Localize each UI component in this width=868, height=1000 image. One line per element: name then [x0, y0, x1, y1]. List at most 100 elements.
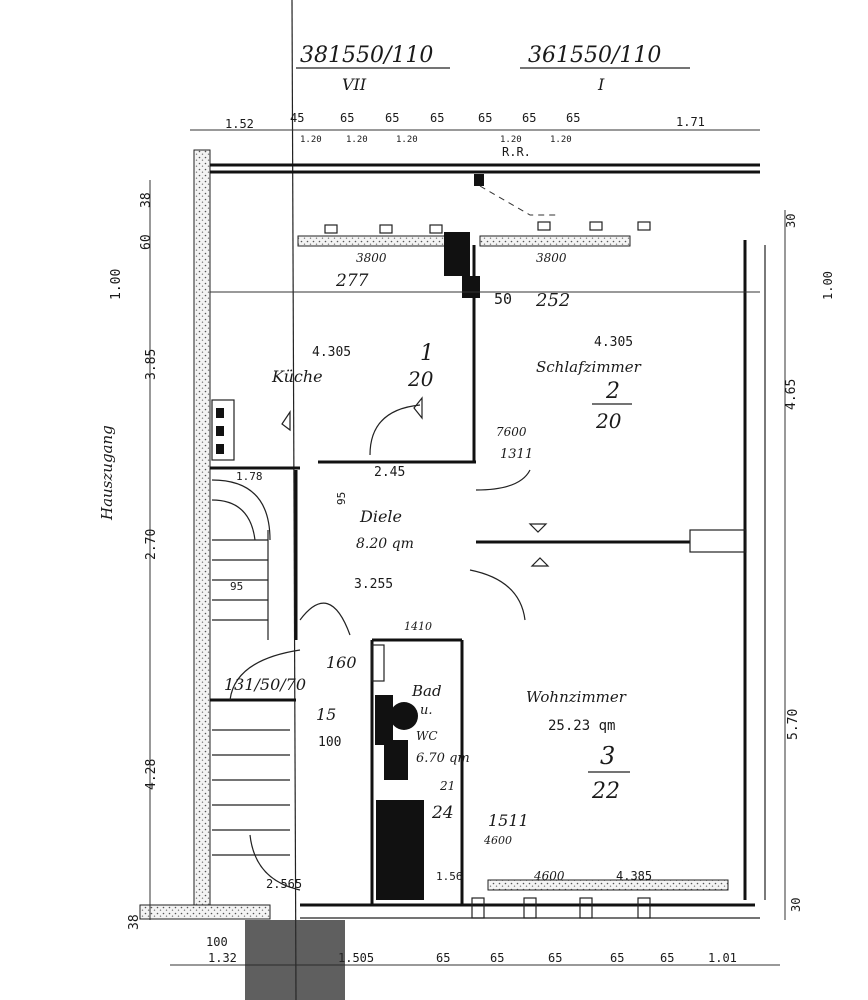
top-dim-5: 65	[430, 111, 444, 125]
bedroom-area: 20	[595, 409, 622, 433]
measure-178: 1.78	[236, 470, 263, 483]
rear-wall-windows	[471, 879, 729, 919]
measure-7600: 7600	[496, 425, 527, 439]
door-swings	[229, 404, 531, 701]
top-dim-4: 65	[385, 111, 399, 125]
bathroom-code: 21	[439, 779, 455, 793]
right-dim-5: 30	[789, 898, 803, 912]
measure-4600-b: 4600	[533, 869, 565, 883]
top-sub-dim-2: 1.20	[346, 135, 368, 145]
measure-95-a: 95	[335, 492, 348, 505]
room-hallway: 2.45 Diele 8.20 qm 3.255	[354, 465, 414, 592]
bottom-dim-5: 65	[548, 951, 562, 965]
parcel-number-left: 381550/110	[300, 43, 433, 68]
top-dim-7: 65	[522, 111, 536, 125]
bathroom-fixtures	[371, 644, 424, 900]
measure-4600-a: 4600	[483, 834, 512, 847]
hallway-depth: 3.255	[354, 577, 393, 592]
kitchen-code: 277	[335, 271, 369, 291]
right-dim-4: 5.70	[786, 709, 801, 740]
measure-100-bottom: 100	[206, 935, 228, 949]
top-dim-2: 45	[290, 111, 304, 125]
left-dim-4: 3.85	[144, 349, 159, 380]
top-dim-1: 1.52	[225, 117, 254, 131]
measure-160: 160	[326, 653, 357, 672]
measure-1410: 1410	[404, 620, 432, 633]
left-dim-7: 38	[127, 914, 142, 930]
measure-3800-left: 3800	[356, 251, 387, 265]
bottom-dim-1: 1.32	[208, 951, 237, 965]
measure-1311: 1311	[500, 447, 533, 462]
top-dim-8: 65	[566, 111, 580, 125]
bathroom-number: 24	[431, 803, 454, 823]
kitchen-name: Küche	[271, 367, 323, 386]
right-dim-1: 30	[784, 214, 798, 228]
bathroom-sub2: WC	[416, 729, 438, 743]
bottom-dim-3: 65	[436, 951, 450, 965]
left-dim-1: 38	[139, 192, 154, 208]
left-dim-3: 1.00	[109, 269, 124, 300]
bedroom-name: Schlafzimmer	[536, 358, 642, 376]
bathroom-area: 6.70 qm	[416, 751, 470, 766]
measure-100: 100	[318, 735, 341, 750]
kitchen-ceiling: 4.305	[312, 345, 351, 360]
bedroom-number: 2	[605, 379, 620, 404]
bottom-dim-4: 65	[490, 951, 504, 965]
left-dimension-chain: 38 60 1.00 3.85 2.70 4.28 38 Hauszugang	[98, 180, 159, 930]
living-area-text: 25.23 qm	[548, 718, 615, 734]
staircase	[211, 399, 301, 891]
bathroom-name: Bad	[411, 682, 442, 700]
parcel-sub-left: VII	[342, 75, 367, 94]
top-sub-dim-5: 1.20	[550, 135, 572, 145]
living-ceiling: 4.385	[616, 869, 652, 883]
bedroom-ceiling: 4.305	[594, 335, 633, 350]
left-dim-2: 60	[139, 234, 154, 250]
left-dim-6: 4.28	[144, 759, 159, 790]
room-living: Wohnzimmer 25.23 qm 3 22 4.385	[526, 688, 652, 883]
bathroom-sub: u.	[420, 703, 433, 718]
measure-50: 50	[494, 290, 512, 308]
room-bathroom: Bad u. WC 6.70 qm 21 24	[411, 682, 470, 823]
room-bedroom: 252 4.305 Schlafzimmer 2 20	[535, 290, 642, 433]
floor-reference: 131/50/70	[224, 675, 306, 694]
misc-measurements: 3800 3800 50 1.78 95 95 7600 1311 1410 1…	[206, 251, 567, 949]
living-number: 3	[600, 742, 615, 770]
measure-15: 15	[316, 705, 336, 724]
top-sub-dim-3: 1.20	[396, 135, 418, 145]
measure-156: 1.56	[436, 870, 463, 883]
living-name: Wohnzimmer	[526, 688, 627, 706]
right-dim-3: 4.65	[784, 379, 799, 410]
rr-dashed-line	[479, 185, 560, 216]
room-kitchen: 277 4.305 Küche 1 20	[271, 271, 434, 391]
living-area: 22	[591, 779, 620, 804]
parcel-header: 381550/110 VII 361550/110 I	[296, 43, 690, 94]
parcel-number-right: 361550/110	[528, 43, 661, 68]
rr-label: R.R.	[502, 145, 531, 159]
measure-2565: 2.565	[266, 877, 302, 891]
direction-markers	[281, 396, 550, 567]
reference-axis-line	[291, 0, 297, 1000]
kitchen-area: 20	[407, 367, 434, 391]
bottom-dim-6: 65	[610, 951, 624, 965]
bottom-dim-8: 1.01	[708, 951, 737, 965]
measure-3800-right: 3800	[536, 251, 567, 265]
kitchen-number: 1	[420, 341, 434, 366]
top-dim-6: 65	[478, 111, 492, 125]
hallway-area: 8.20 qm	[356, 536, 414, 552]
top-dim-3: 65	[340, 111, 354, 125]
bedroom-code: 252	[535, 290, 570, 311]
right-dimension-chain: 30 1.00 4.65 5.70 30	[784, 210, 835, 920]
parcel-sub-right: I	[597, 75, 605, 94]
left-dim-5: 2.70	[144, 529, 159, 560]
measure-1511: 1511	[488, 811, 529, 830]
bottom-dim-7: 65	[660, 951, 674, 965]
measure-95-b: 95	[230, 580, 243, 593]
hallway-width: 2.45	[374, 465, 405, 480]
top-dim-9: 1.71	[676, 115, 705, 129]
right-dim-2: 1.00	[821, 271, 835, 300]
interior-walls	[210, 245, 760, 905]
bottom-dim-2: 1.505	[338, 951, 374, 965]
vertical-access-note: Hauszugang	[98, 425, 116, 521]
rr-marker	[474, 174, 484, 186]
